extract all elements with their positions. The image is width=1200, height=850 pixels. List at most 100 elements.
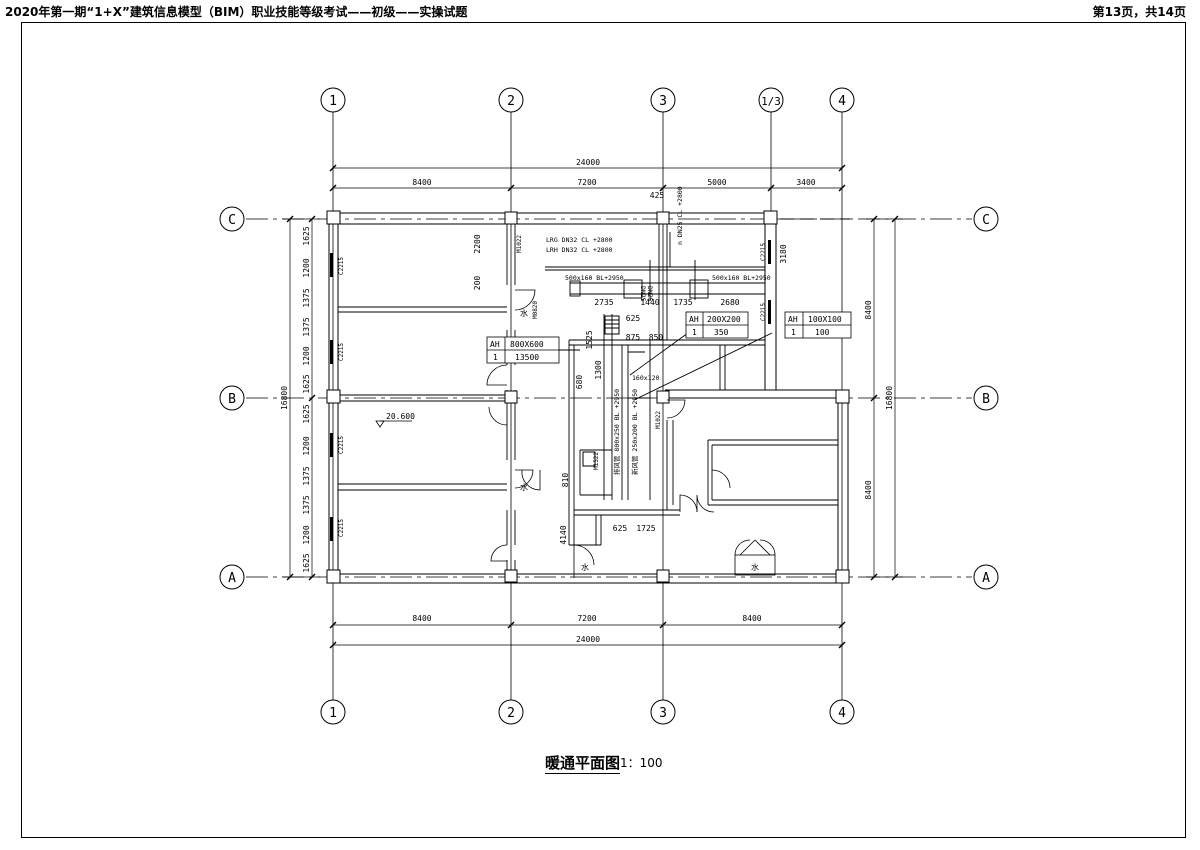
dim-left-5: 1200 — [302, 346, 311, 365]
dim-bottom-seg-1: 8400 — [412, 614, 431, 623]
dim-425: 425 — [650, 191, 665, 200]
dim-1725: 1725 — [636, 524, 655, 533]
axis-bubbles — [219, 87, 999, 725]
ah-table-200x200: AH 200X200 1 350 — [685, 311, 749, 339]
duct-label-left: 500x160 BL+2950 — [565, 274, 624, 282]
dim-top-seg-3: 5000 — [707, 178, 726, 187]
dim-200: 200 — [473, 276, 482, 291]
dim-top-total: 24000 — [576, 158, 600, 167]
grid-lines — [246, 112, 972, 700]
duct-label-dn25-b: DN25 — [639, 286, 647, 302]
dim-left-2: 1200 — [302, 258, 311, 277]
door-label-m0820: M0820 — [532, 301, 539, 319]
axis-label-top-3: 3 — [659, 94, 667, 109]
ah-table-airflow: 100 — [815, 328, 830, 337]
level-mark: 20.600 — [375, 412, 415, 428]
duct-label-supply: 新风管 250x200 BL +2950 — [630, 389, 639, 475]
ah-table-header-ah: AH — [490, 340, 500, 349]
dim-bottom-seg-2: 7200 — [577, 614, 596, 623]
axis-label-right-c: C — [982, 213, 990, 228]
dim-2735: 2735 — [594, 298, 613, 307]
duct-label-right: 500x160 BL+2950 — [712, 274, 771, 282]
water-room-label: 水 — [581, 562, 589, 572]
dim-4140: 4140 — [559, 525, 568, 544]
window-label-c2215: C2215 — [338, 519, 345, 537]
dim-680: 680 — [575, 375, 584, 390]
ah-table-header-size: 200X200 — [707, 315, 741, 324]
page-number: 第13页，共14页 — [1092, 5, 1186, 19]
drawing-scale: 1：100 — [620, 756, 663, 770]
door-label-m1022: M1022 — [516, 235, 523, 253]
ah-table-airflow: 13500 — [515, 353, 539, 362]
dim-top-seg-1: 8400 — [412, 178, 431, 187]
axis-label-left-a: A — [228, 571, 236, 586]
dim-1440: 1440 — [640, 298, 659, 307]
window-label-c2215: C2215 — [338, 436, 345, 454]
axis-label-bottom-3: 3 — [659, 706, 667, 721]
axis-label-bottom-1: 1 — [329, 706, 337, 721]
axis-label-bottom-2: 2 — [507, 706, 515, 721]
ah-table-header-ah: AH — [689, 315, 699, 324]
hvac-ducts — [490, 232, 773, 500]
axis-label-top-1-3: 1/3 — [761, 95, 781, 108]
dim-right-seg-1: 8400 — [864, 300, 873, 319]
interior-walls — [338, 224, 838, 574]
dim-left-12: 1625 — [302, 553, 311, 572]
dim-810: 810 — [561, 473, 570, 488]
windows — [330, 240, 771, 541]
dimension-lines — [282, 164, 903, 649]
dim-3180: 3180 — [779, 244, 788, 263]
pipe-lrg: LRG DN32 CL +2800 — [546, 236, 613, 244]
dim-bottom-seg-3: 8400 — [742, 614, 761, 623]
dim-left-8: 1200 — [302, 436, 311, 455]
exam-header-title: 2020年第一期“1+X”建筑信息模型（BIM）职业技能等级考试——初级——实操… — [5, 5, 468, 19]
ah-table-header-ah: AH — [788, 315, 798, 324]
dim-left-11: 1200 — [302, 525, 311, 544]
ah-table-count: 1 — [791, 328, 796, 337]
dim-top-seg-4: 3400 — [796, 178, 815, 187]
ah-table-header-size: 100X100 — [808, 315, 842, 324]
dim-1735: 1735 — [673, 298, 692, 307]
dim-875: 875 — [626, 333, 641, 342]
structural-columns — [326, 210, 850, 584]
dim-right-total: 16800 — [885, 386, 894, 410]
door-label-m1022: M1022 — [655, 411, 662, 429]
doors — [486, 289, 776, 578]
axis-label-top-4: 4 — [838, 94, 846, 109]
dim-left-10: 1375 — [302, 495, 311, 514]
window-label-c2215: C2215 — [760, 243, 767, 261]
water-room-label: 水 — [751, 562, 759, 572]
dim-left-9: 1375 — [302, 466, 311, 485]
ah-table-count: 1 — [692, 328, 697, 337]
dim-left-4: 1375 — [302, 317, 311, 336]
axis-label-left-b: B — [228, 392, 236, 407]
window-label-c2215: C2215 — [338, 257, 345, 275]
dim-left-1: 1625 — [302, 226, 311, 245]
dim-left-3: 1375 — [302, 288, 311, 307]
level-value: 20.600 — [386, 412, 415, 421]
ah-table-header-size: 800X600 — [510, 340, 544, 349]
drawing-title: 暖通平面图 — [545, 754, 621, 774]
ah-table-airflow: 350 — [714, 328, 729, 337]
axis-label-left-c: C — [228, 213, 236, 228]
water-room-label: 水 — [520, 308, 528, 318]
dim-2200: 2200 — [473, 234, 482, 253]
axis-label-right-a: A — [982, 571, 990, 586]
axis-label-top-2: 2 — [507, 94, 515, 109]
axis-label-bottom-4: 4 — [838, 706, 846, 721]
window-label-c2215: C2215 — [760, 303, 767, 321]
ah-table-800x600: AH 800X600 1 13500 — [486, 336, 560, 364]
pipe-lrh: LRH DN32 CL +2800 — [546, 246, 613, 254]
drawing-frame — [21, 22, 1186, 838]
pipe-n: n DN25 CL +2800 — [676, 186, 684, 245]
duct-label-exhaust: 排风管 800x250 BL +2950 — [612, 389, 621, 475]
dim-2680: 2680 — [720, 298, 739, 307]
door-label-m1522: M1522 — [593, 452, 600, 470]
axis-label-top-1: 1 — [329, 94, 337, 109]
duct-fill-grille — [582, 315, 620, 467]
window-label-c2215: C2215 — [338, 343, 345, 361]
duct-label-dn25-a: DN25 — [646, 286, 654, 302]
dim-1300: 1300 — [594, 360, 603, 379]
dim-left-7: 1625 — [302, 404, 311, 423]
